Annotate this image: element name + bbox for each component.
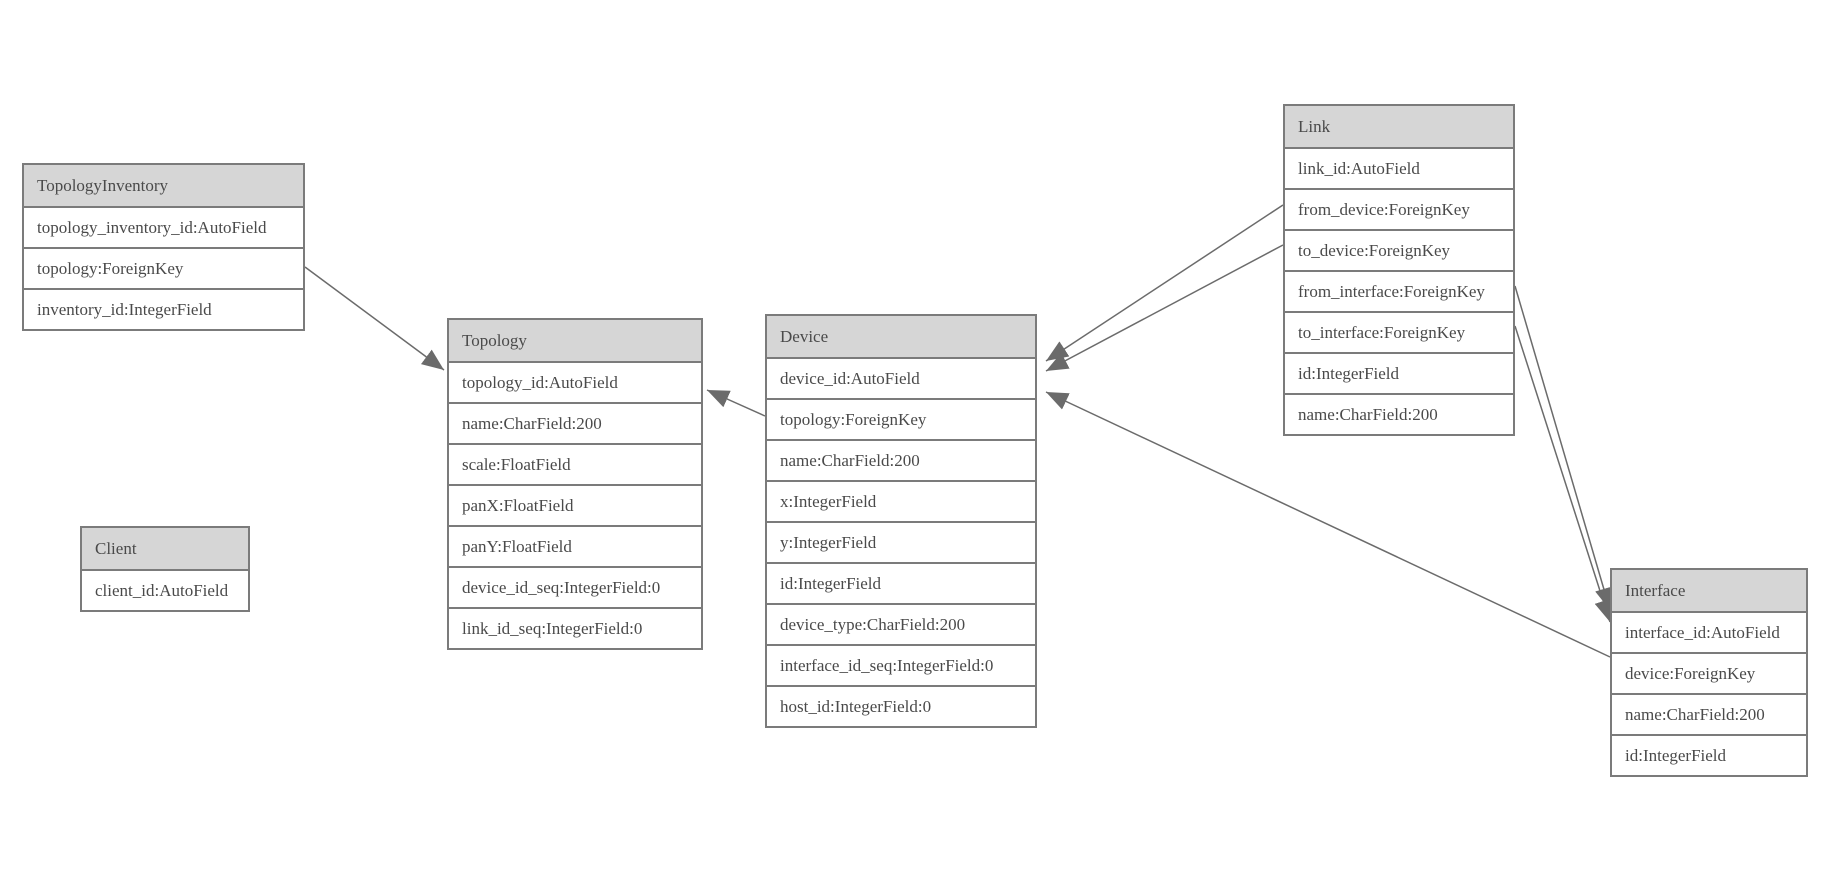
entity-field-row: topology:ForeignKey: [767, 398, 1035, 439]
entity-field-row: id:IntegerField: [1285, 352, 1513, 393]
entity-field-row: host_id:IntegerField:0: [767, 685, 1035, 726]
entity-field-row: topology:ForeignKey: [24, 247, 303, 288]
relationship-device-topology-fk: [706, 389, 766, 417]
entity-field-row: y:IntegerField: [767, 521, 1035, 562]
entity-field-row: name:CharField:200: [1285, 393, 1513, 434]
entity-field-row: name:CharField:200: [449, 402, 701, 443]
entity-field-row: to_device:ForeignKey: [1285, 229, 1513, 270]
entity-title: Device: [767, 316, 1035, 357]
entity-field-row: device_type:CharField:200: [767, 603, 1035, 644]
entity-field-row: device:ForeignKey: [1612, 652, 1806, 693]
entity-field-row: name:CharField:200: [767, 439, 1035, 480]
entity-title: Topology: [449, 320, 701, 361]
entity-field-row: to_interface:ForeignKey: [1285, 311, 1513, 352]
entity-field-row: device_id:AutoField: [767, 357, 1035, 398]
entity-field-row: id:IntegerField: [1612, 734, 1806, 775]
relationship-link-to_interface-fk: [1514, 325, 1612, 623]
relationship-link-to_device-fk: [1045, 244, 1284, 372]
entity-field-row: x:IntegerField: [767, 480, 1035, 521]
entity-field-row: from_interface:ForeignKey: [1285, 270, 1513, 311]
entity-field-row: link_id_seq:IntegerField:0: [449, 607, 701, 648]
entity-field-row: topology_inventory_id:AutoField: [24, 206, 303, 247]
entity-field-row: inventory_id:IntegerField: [24, 288, 303, 329]
entity-field-row: client_id:AutoField: [82, 569, 248, 610]
relationship-link-from_interface-fk: [1514, 285, 1613, 611]
entity-field-row: from_device:ForeignKey: [1285, 188, 1513, 229]
entity-title: TopologyInventory: [24, 165, 303, 206]
entity-field-row: scale:FloatField: [449, 443, 701, 484]
entity-field-row: interface_id_seq:IntegerField:0: [767, 644, 1035, 685]
entity-field-row: topology_id:AutoField: [449, 361, 701, 402]
entity-field-row: panY:FloatField: [449, 525, 701, 566]
entity-field-row: id:IntegerField: [767, 562, 1035, 603]
entity-title: Interface: [1612, 570, 1806, 611]
entity-field-row: link_id:AutoField: [1285, 147, 1513, 188]
entity-field-row: name:CharField:200: [1612, 693, 1806, 734]
relationship-topologyinventory-topology-fk: [304, 266, 445, 371]
entity-title: Link: [1285, 106, 1513, 147]
entity-field-row: device_id_seq:IntegerField:0: [449, 566, 701, 607]
entity-field-row: interface_id:AutoField: [1612, 611, 1806, 652]
relationship-link-from_device-fk: [1045, 204, 1284, 362]
entity-title: Client: [82, 528, 248, 569]
entity-field-row: panX:FloatField: [449, 484, 701, 525]
